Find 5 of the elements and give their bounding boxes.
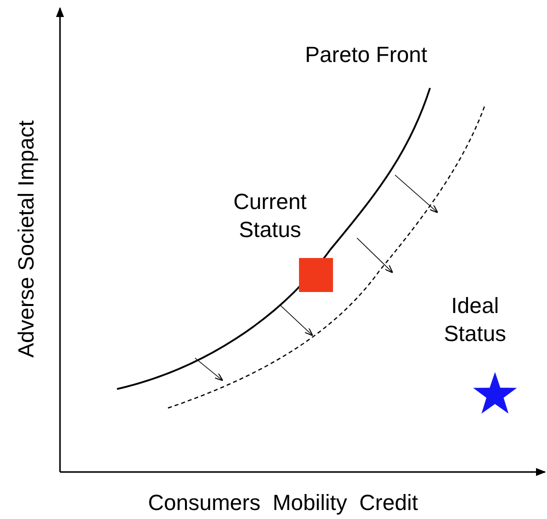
- curve-label: Pareto Front: [305, 42, 428, 68]
- x-axis-title: Consumers Mobility Credit: [148, 490, 418, 516]
- y-axis-title: Adverse Societal Impact: [14, 120, 40, 358]
- status-label: Ideal Status: [442, 292, 508, 348]
- status-label: Current Status: [232, 188, 308, 244]
